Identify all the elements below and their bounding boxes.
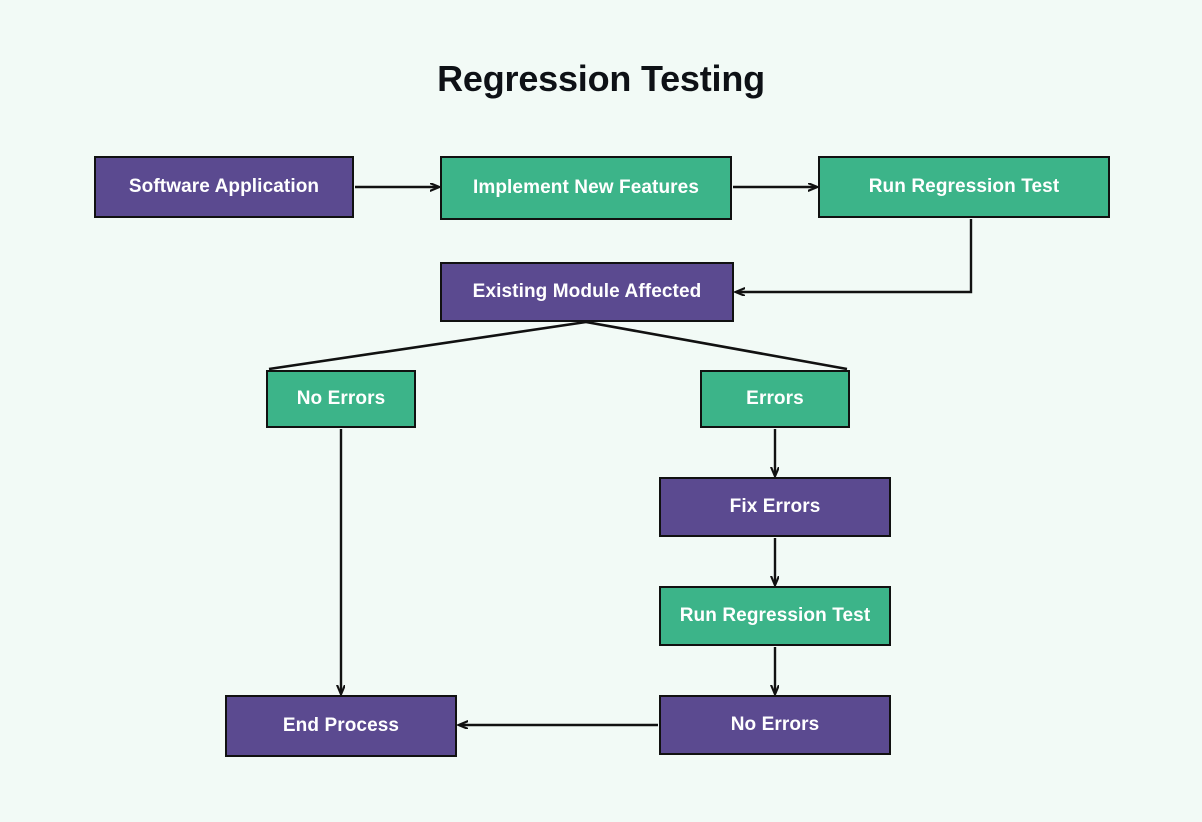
node-label: Run Regression Test	[679, 605, 871, 626]
node-label: No Errors	[730, 714, 820, 735]
node-software-application[interactable]: Software Application	[94, 156, 354, 218]
node-no-errors-bottom[interactable]: No Errors	[659, 695, 891, 755]
node-no-errors-left[interactable]: No Errors	[266, 370, 416, 428]
node-label: No Errors	[296, 388, 386, 409]
node-label: Run Regression Test	[868, 176, 1060, 197]
node-label: Existing Module Affected	[472, 281, 702, 302]
node-label: Implement New Features	[472, 177, 700, 198]
node-end-process[interactable]: End Process	[225, 695, 457, 757]
node-label: End Process	[282, 715, 400, 736]
node-errors[interactable]: Errors	[700, 370, 850, 428]
node-fix-errors[interactable]: Fix Errors	[659, 477, 891, 537]
page-title: Regression Testing	[437, 58, 765, 99]
node-label: Software Application	[128, 176, 320, 197]
edge-existing-module-affected-to-no-errors-left	[268, 320, 587, 371]
node-run-regression-test-2[interactable]: Run Regression Test	[659, 586, 891, 646]
node-label: Errors	[746, 388, 804, 409]
node-implement-new-features[interactable]: Implement New Features	[440, 156, 732, 220]
node-label: Fix Errors	[729, 496, 821, 517]
edge-existing-module-affected-to-errors	[585, 320, 848, 371]
node-run-regression-test-1[interactable]: Run Regression Test	[818, 156, 1110, 218]
node-existing-module-affected[interactable]: Existing Module Affected	[440, 262, 734, 322]
edge-run-regression-test-to-existing-module-affected	[736, 219, 973, 292]
